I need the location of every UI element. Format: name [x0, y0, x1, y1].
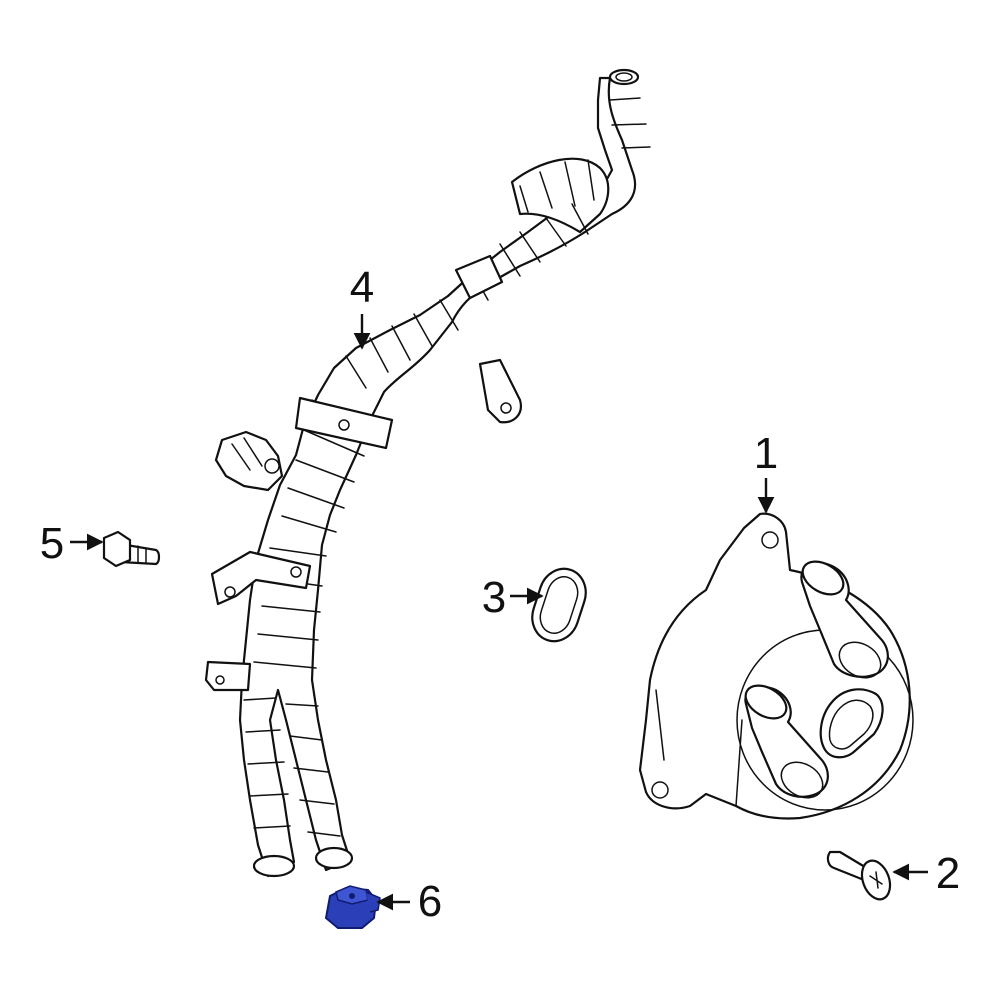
flange-bolt [102, 530, 161, 568]
oil-cooler [638, 512, 914, 820]
cooler-bolt [826, 850, 892, 901]
callout-label-2: 2 [936, 849, 960, 898]
coolant-tube-assembly [204, 68, 651, 878]
hose-clip [324, 885, 381, 929]
callout-label-6: 6 [418, 877, 442, 926]
o-ring-seal [531, 567, 587, 643]
callout-label-4: 4 [350, 263, 374, 312]
callout-label-3: 3 [482, 573, 506, 622]
callout-label-5: 5 [40, 519, 64, 568]
callout-label-1: 1 [754, 429, 778, 478]
